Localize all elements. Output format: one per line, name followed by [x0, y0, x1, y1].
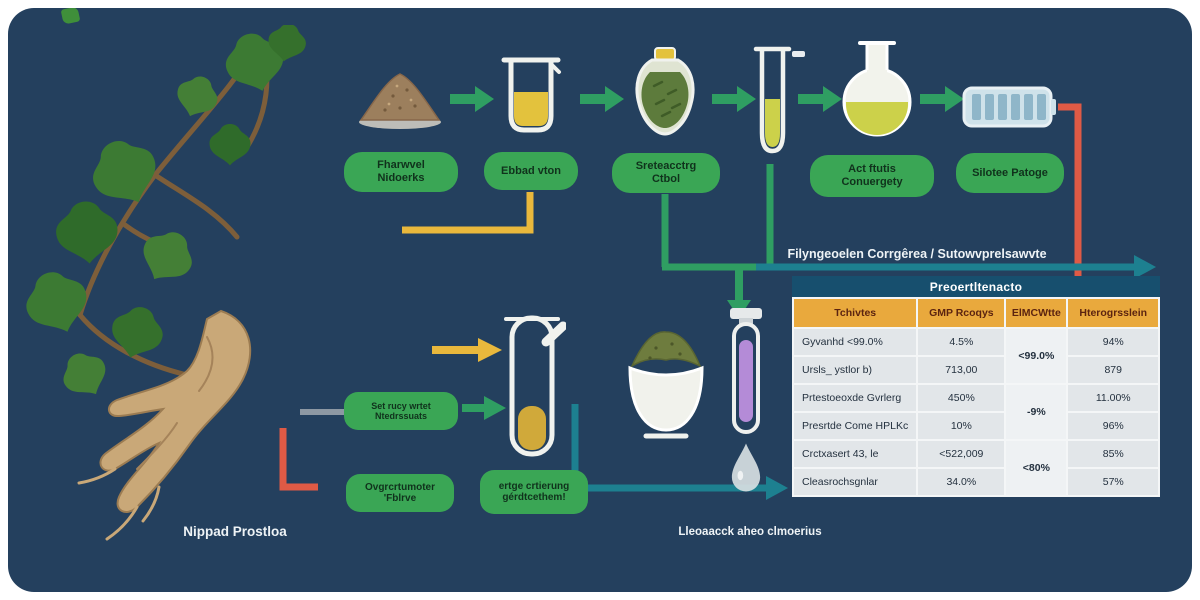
table-row: Crctxasert 43, le <522,009 <80% 85% [791, 439, 1160, 497]
table-cell: Gyvanhd <99.0% [791, 327, 919, 357]
table-title: Preoertltenacto [792, 276, 1160, 297]
table-cell: Cleasrochsgnlar [791, 467, 919, 497]
table-cell: 713,00 [916, 355, 1007, 385]
table-cell: Crctxasert 43, le [791, 439, 919, 469]
step-label-pill: Act ftutis Conuergety [810, 155, 934, 197]
table-row: Ursls_ ystlor b) 713,00 879 [791, 355, 1160, 385]
quality-table-panel: Preoertltenacto Tchivtes GMP Rcoqys ElMC… [791, 276, 1160, 497]
table-row: Presrtde Come HPLKc 10% 96% [791, 411, 1160, 441]
table-cell: <522,009 [916, 439, 1007, 469]
flow-arrow-icon [798, 84, 842, 114]
step-label-pill: Fharwvel Nidoerks [344, 152, 458, 192]
table-cell: 96% [1066, 411, 1160, 441]
table-header: GMP Rcoqys [916, 297, 1007, 329]
step-label-pill: Ebbad vton [484, 152, 578, 190]
table-cell: 94% [1066, 327, 1160, 357]
table-cell-merged: <80% [1004, 439, 1069, 497]
step-label-pill: Silotee Patoge [956, 153, 1064, 193]
table-header: ElMCWtte [1004, 297, 1069, 329]
table-cell-merged: <99.0% [1004, 327, 1069, 385]
table-cell: 85% [1066, 439, 1160, 469]
table-header: Tchivtes [791, 297, 919, 329]
flow-arrow-icon [580, 84, 624, 114]
table-cell: Ursls_ ystlor b) [791, 355, 919, 385]
beaker-icon [498, 52, 564, 136]
table-cell: 450% [916, 383, 1007, 413]
step-label-pill: Sreteacctrg Ctbol [612, 153, 720, 193]
flow-arrow-icon [450, 84, 494, 114]
table-cell: 57% [1066, 467, 1160, 497]
purple-tube-icon [722, 306, 770, 438]
bottom-left-caption: Nippad Prostloa [183, 524, 287, 539]
table-cell-merged: -9% [1004, 383, 1069, 441]
flow-arrow-icon [920, 84, 964, 114]
table-cell: Presrtde Come HPLKc [791, 411, 919, 441]
step-label-pill: ertge crtierung gérdtcethem! [480, 470, 588, 514]
table-cell: 11.00% [1066, 383, 1160, 413]
flow-header-caption: Filyngeoelen Corrgêrea / Sutowvprelsawvt… [787, 247, 1047, 261]
powder-pile-icon [355, 60, 445, 132]
round-flask-icon [838, 40, 916, 138]
bottom-mid-caption: Lleoaacck aheo clmoerius [678, 526, 822, 538]
filter-cartridge-icon [962, 82, 1058, 132]
flow-arrow-icon [712, 84, 756, 114]
diagram-card: Fharwvel Nidoerks Ebbad vton Sreteacctrg… [8, 8, 1192, 592]
table-cell: 10% [916, 411, 1007, 441]
leaf-fragment-icon [60, 8, 81, 25]
extraction-vial-icon [502, 310, 566, 462]
table-row: Cleasrochsgnlar 34.0% 57% [791, 467, 1160, 497]
droplet-icon [730, 440, 762, 494]
table-cell: 879 [1066, 355, 1160, 385]
table-row: Prtestoeoxde Gvrlerg 450% -9% 11.00% [791, 383, 1160, 441]
table-cell: 4.5% [916, 327, 1007, 357]
table-cell: Prtestoeoxde Gvrlerg [791, 383, 919, 413]
table-header: Hterogrsslein [1066, 297, 1160, 329]
table-cell: 34.0% [916, 467, 1007, 497]
table-row: Gyvanhd <99.0% 4.5% <99.0% 94% [791, 327, 1160, 385]
step-label-pill: Ovgrcrtumoter 'Fblrve [346, 474, 454, 512]
plant-root-illustration [25, 25, 365, 555]
herb-jar-icon [628, 46, 702, 138]
powder-flask-icon [620, 318, 712, 448]
test-tube-icon [750, 45, 806, 165]
qc-table: Tchivtes GMP Rcoqys ElMCWtte Hterogrssle… [791, 297, 1160, 497]
step-label-pill: Set rucy wrtet Ntedrssuats [344, 392, 458, 430]
